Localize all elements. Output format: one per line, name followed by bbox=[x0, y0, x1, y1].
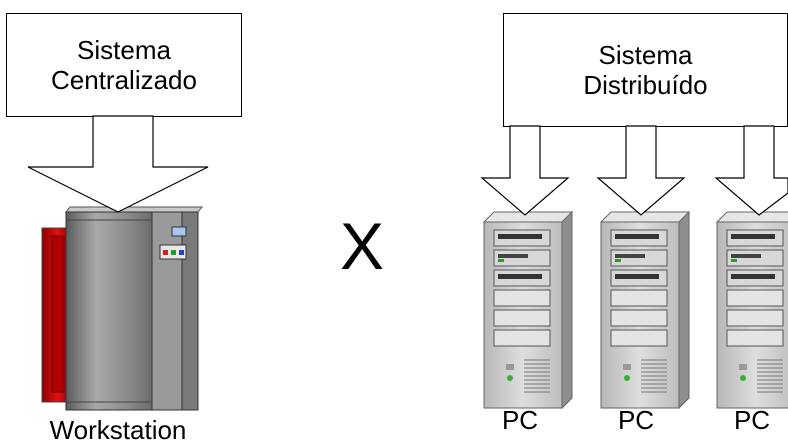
centralized-box-line1: Sistema bbox=[77, 35, 171, 65]
pc-tower-icon-3 bbox=[716, 211, 788, 409]
distributed-box-line2: Distribuído bbox=[583, 70, 708, 100]
versus-mark: X bbox=[340, 209, 385, 283]
distributed-down-arrow-1 bbox=[480, 125, 570, 216]
pc-label-3: PC bbox=[733, 405, 771, 435]
centralized-down-arrow bbox=[27, 115, 209, 213]
workstation-label: Workstation bbox=[49, 415, 187, 445]
centralized-system-box: Sistema Centralizado bbox=[6, 13, 242, 117]
distributed-down-arrow-3 bbox=[714, 125, 788, 216]
workstation-mainframe-icon bbox=[41, 206, 204, 411]
distributed-box-line1: Sistema bbox=[598, 40, 693, 70]
pc-tower-icon-1 bbox=[483, 211, 573, 409]
distributed-down-arrow-2 bbox=[596, 125, 686, 216]
pc-label-1: PC bbox=[501, 405, 539, 435]
pc-label-2: PC bbox=[617, 405, 655, 435]
pc-tower-icon-2 bbox=[600, 211, 690, 409]
centralized-box-line2: Centralizado bbox=[51, 65, 197, 95]
